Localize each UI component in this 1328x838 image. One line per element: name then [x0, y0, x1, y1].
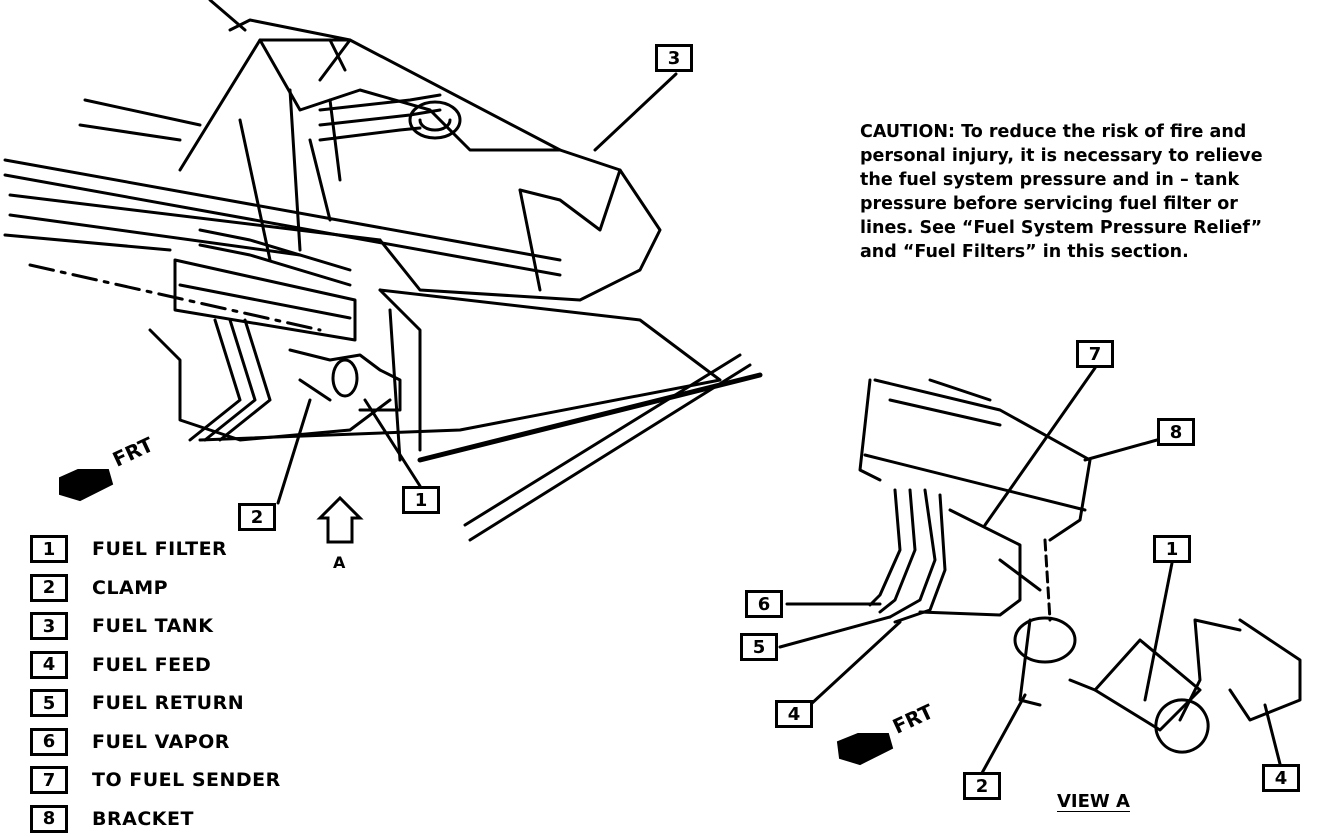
legend-label: FUEL FILTER [92, 538, 227, 560]
caution-line: CAUTION: To reduce the risk of fire and [860, 120, 1310, 144]
legend-item: 2 CLAMP [30, 569, 281, 608]
legend-number: 6 [30, 728, 68, 756]
view-a-title: VIEW A [1057, 791, 1130, 812]
callout-clamp: 2 [238, 503, 276, 531]
caution-note: CAUTION: To reduce the risk of fire and … [860, 120, 1310, 264]
callout-view-fuel-feed-end: 4 [1262, 764, 1300, 792]
caution-line: pressure before servicing fuel filter or [860, 192, 1310, 216]
legend-item: 6 FUEL VAPOR [30, 723, 281, 762]
callout-fuel-return: 5 [740, 633, 778, 661]
callout-bracket: 8 [1157, 418, 1195, 446]
callout-fuel-vapor: 6 [745, 590, 783, 618]
caution-line: and “Fuel Filters” in this section. [860, 240, 1310, 264]
callout-to-fuel-sender: 7 [1076, 340, 1114, 368]
legend-item: 7 TO FUEL SENDER [30, 761, 281, 800]
callout-fuel-feed: 4 [775, 700, 813, 728]
legend-item: 3 FUEL TANK [30, 607, 281, 646]
legend-label: FUEL RETURN [92, 692, 244, 714]
legend-number: 7 [30, 766, 68, 794]
legend-item: 8 BRACKET [30, 800, 281, 838]
legend-number: 4 [30, 651, 68, 679]
callout-fuel-tank: 3 [655, 44, 693, 72]
callout-view-fuel-filter: 1 [1153, 535, 1191, 563]
legend-label: CLAMP [92, 577, 168, 599]
callout-view-clamp: 2 [963, 772, 1001, 800]
legend-number: 2 [30, 574, 68, 602]
legend-item: 5 FUEL RETURN [30, 684, 281, 723]
legend-label: FUEL FEED [92, 654, 211, 676]
frame-rails [5, 100, 760, 540]
legend-label: TO FUEL SENDER [92, 769, 281, 791]
legend-item: 4 FUEL FEED [30, 646, 281, 685]
legend-label: FUEL TANK [92, 615, 213, 637]
legend-number: 1 [30, 535, 68, 563]
callout-fuel-filter: 1 [402, 486, 440, 514]
legend-label: BRACKET [92, 808, 194, 830]
view-a-lines [860, 380, 1300, 752]
legend-number: 5 [30, 689, 68, 717]
caution-line: lines. See “Fuel System Pressure Relief” [860, 216, 1310, 240]
legend-number: 8 [30, 805, 68, 833]
view-a-marker: A [333, 553, 345, 572]
caution-line: the fuel system pressure and in – tank [860, 168, 1310, 192]
legend-item: 1 FUEL FILTER [30, 530, 281, 569]
parts-legend: 1 FUEL FILTER 2 CLAMP 3 FUEL TANK 4 FUEL… [30, 530, 281, 838]
legend-label: FUEL VAPOR [92, 731, 230, 753]
caution-line: personal injury, it is necessary to reli… [860, 144, 1310, 168]
legend-number: 3 [30, 612, 68, 640]
